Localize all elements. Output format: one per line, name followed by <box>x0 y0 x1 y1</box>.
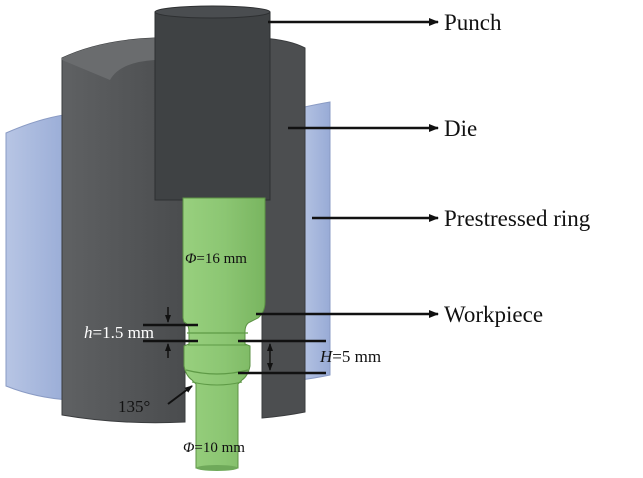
groove-depth-label: h=1.5 mm <box>84 323 154 342</box>
workpiece-label: Workpiece <box>444 302 543 327</box>
prestressed-ring <box>5 101 331 401</box>
punch-label: Punch <box>444 10 502 35</box>
diameter-16-label: Φ=16 mm <box>185 251 247 267</box>
groove-height-label: H=5 mm <box>319 347 381 366</box>
angle-label: 135° <box>118 397 150 416</box>
die <box>61 37 306 424</box>
punch <box>154 5 271 201</box>
workpiece <box>182 197 266 471</box>
dimension-lines <box>143 307 326 405</box>
die-label: Die <box>444 116 477 141</box>
diameter-10-label: Φ=10 mm <box>183 440 245 456</box>
leader-arrows <box>256 18 439 318</box>
prestressed-ring-label: Prestressed ring <box>444 206 591 231</box>
